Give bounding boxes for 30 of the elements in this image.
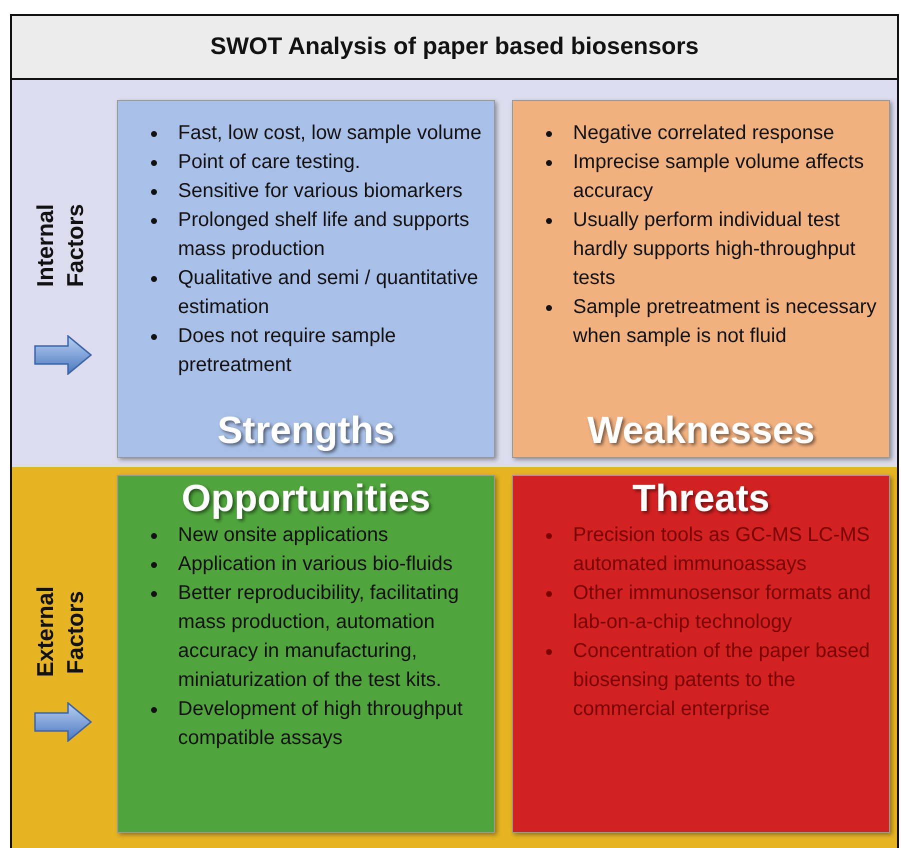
bullet-text: Sample pretreatment is necessary when sample is not fluid (573, 296, 876, 347)
bullet-text: Imprecise sample volume affects accuracy (573, 151, 864, 202)
bullet-text: Does not require sample pretreatment (178, 325, 396, 376)
bullet-text: Usually perform individual test hardly supports high-throughput tests (573, 209, 856, 289)
bullet-text: Qualitative and semi / quantitative estimation (178, 267, 478, 318)
row-band (12, 80, 897, 467)
row-label: External Factors (31, 586, 89, 680)
bullet-text: Precision tools as GC-MS LC-MS automated immunoassays (573, 524, 870, 575)
bullet-text: Better reproducibility, facilitating mass production, automation accuracy in manufacturing, miniaturization of the test kits. (178, 582, 459, 691)
row-band (12, 467, 897, 848)
quadrant-panel (512, 100, 890, 458)
quadrant-panel (117, 100, 495, 458)
bullet-text: Fast, low cost, low sample volume (178, 122, 482, 144)
row-label: Internal Factors (31, 202, 89, 289)
quadrant-panel (117, 475, 495, 833)
bullet-text: Other immunosensor formats and lab-on-a-chip technology (573, 582, 871, 633)
quadrant-heading: Weaknesses (587, 410, 815, 453)
bullet-text: Point of care testing. (178, 151, 360, 173)
bullet-text: Negative correlated response (573, 122, 834, 144)
quadrant-heading: Threats (632, 478, 770, 521)
bullet-text: Development of high throughput compatible assays (178, 698, 463, 749)
bullet-text: Sensitive for various biomarkers (178, 180, 463, 202)
bullet-text: Prolonged shelf life and supports mass production (178, 209, 470, 260)
title-text: SWOT Analysis of paper based biosensors (210, 33, 699, 61)
quadrant-heading: Strengths (217, 410, 395, 453)
quadrant-panel (512, 475, 890, 833)
bullet-text: Concentration of the paper based biosensing patents to the commercial enterprise (573, 640, 870, 720)
bullet-text: Application in various bio-fluids (178, 553, 453, 575)
bullet-text: New onsite applications (178, 524, 388, 546)
quadrant-heading: Opportunities (181, 478, 431, 521)
